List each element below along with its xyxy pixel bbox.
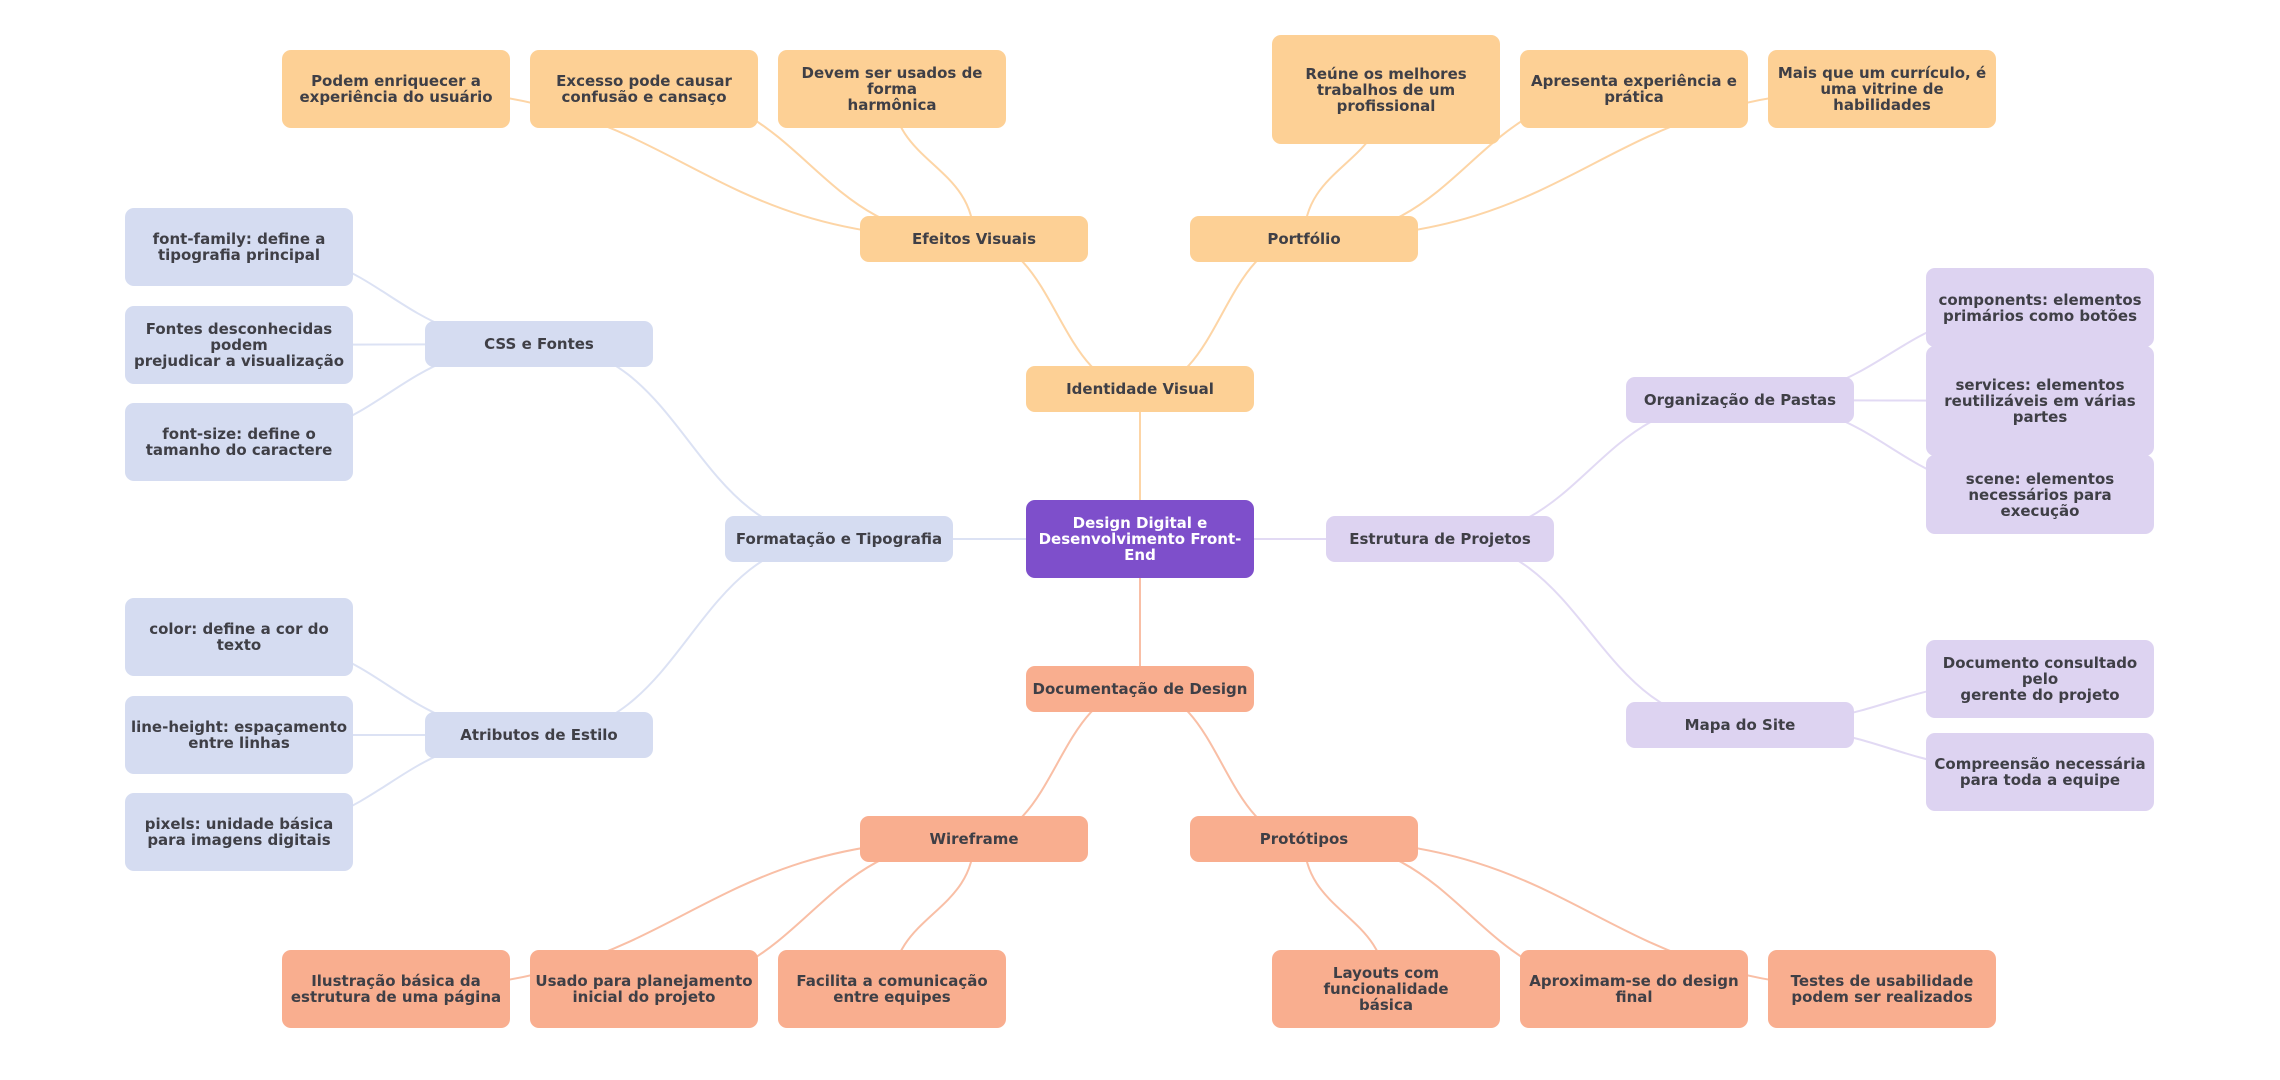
leaf-node-wf1[interactable]: Ilustração básica da estrutura de uma pá… <box>282 950 510 1028</box>
leaf-node-at2-label: line-height: espaçamento entre linhas <box>130 718 348 752</box>
topic-node-portfolio[interactable]: Portfólio <box>1190 216 1418 262</box>
leaf-node-wf2[interactable]: Usado para planejamento inicial do proje… <box>530 950 758 1028</box>
leaf-node-pf3-label: Mais que um currículo, é uma vitrine de … <box>1777 64 1987 114</box>
topic-node-mapa[interactable]: Mapa do Site <box>1626 702 1854 748</box>
leaf-node-ef2-label: Excesso pode causar confusão e cansaço <box>556 72 732 106</box>
leaf-node-pt2-label: Aproximam-se do design final <box>1529 972 1739 1006</box>
topic-node-efeitos[interactable]: Efeitos Visuais <box>860 216 1088 262</box>
branch-node-documentacao[interactable]: Documentação de Design <box>1026 666 1254 712</box>
leaf-node-ef1[interactable]: Podem enriquecer a experiência do usuári… <box>282 50 510 128</box>
branch-node-identidade-label: Identidade Visual <box>1066 380 1214 398</box>
leaf-node-wf2-label: Usado para planejamento inicial do proje… <box>535 972 753 1006</box>
leaf-node-at2[interactable]: line-height: espaçamento entre linhas <box>125 696 353 774</box>
topic-node-organizacao-label: Organização de Pastas <box>1643 391 1837 409</box>
topic-node-prototipos-label: Protótipos <box>1259 830 1349 848</box>
leaf-node-ef3-label: Devem ser usados de forma harmônica <box>801 64 983 114</box>
branch-node-estrutura[interactable]: Estrutura de Projetos <box>1326 516 1554 562</box>
topic-node-portfolio-label: Portfólio <box>1267 230 1341 248</box>
leaf-node-pt1[interactable]: Layouts com funcionalidade básica <box>1272 950 1500 1028</box>
leaf-node-at1[interactable]: color: define a cor do texto <box>125 598 353 676</box>
leaf-node-pf2[interactable]: Apresenta experiência e prática <box>1520 50 1748 128</box>
topic-node-prototipos[interactable]: Protótipos <box>1190 816 1418 862</box>
topic-node-mapa-label: Mapa do Site <box>1684 716 1796 734</box>
topic-node-atributos[interactable]: Atributos de Estilo <box>425 712 653 758</box>
leaf-node-or1-label: components: elementos primários como bot… <box>1938 290 2142 325</box>
leaf-node-or2-label: services: elementos reutilizáveis em vár… <box>1944 376 2136 426</box>
branch-node-identidade[interactable]: Identidade Visual <box>1026 366 1254 412</box>
topic-node-atributos-label: Atributos de Estilo <box>460 726 618 744</box>
leaf-node-pf3[interactable]: Mais que um currículo, é uma vitrine de … <box>1768 50 1996 128</box>
leaf-node-wf3[interactable]: Facilita a comunicação entre equipes <box>778 950 1006 1028</box>
leaf-node-pf1[interactable]: Reúne os melhores trabalhos de um profis… <box>1272 35 1500 144</box>
leaf-node-or1[interactable]: components: elementos primários como bot… <box>1926 268 2154 347</box>
leaf-node-pt3[interactable]: Testes de usabilidade podem ser realizad… <box>1768 950 1996 1028</box>
leaf-node-mp1-label: Documento consultado pelo gerente do pro… <box>1942 654 2138 704</box>
leaf-node-at3-label: pixels: unidade básica para imagens digi… <box>144 815 334 849</box>
leaf-node-mp2-label: Compreensão necessária para toda a equip… <box>1934 755 2146 789</box>
branch-node-formatacao-label: Formatação e Tipografia <box>735 530 943 548</box>
leaf-node-wf1-label: Ilustração básica da estrutura de uma pá… <box>290 972 502 1006</box>
root-node-label: Design Digital e Desenvolvimento Front-E… <box>1038 514 1242 564</box>
topic-node-wireframe-label: Wireframe <box>929 830 1019 848</box>
leaf-node-cs2-label: Fontes desconhecidas podem prejudicar a … <box>133 320 345 370</box>
edge-formatacao-css <box>538 343 840 540</box>
topic-node-efeitos-label: Efeitos Visuais <box>912 230 1036 248</box>
edge-formatacao-atributos <box>538 538 840 736</box>
leaf-node-pt3-label: Testes de usabilidade podem ser realizad… <box>1790 972 1974 1006</box>
leaf-node-cs3[interactable]: font-size: define o tamanho do caractere <box>125 403 353 481</box>
topic-node-wireframe[interactable]: Wireframe <box>860 816 1088 862</box>
root-node[interactable]: Design Digital e Desenvolvimento Front-E… <box>1026 500 1254 578</box>
topic-node-css[interactable]: CSS e Fontes <box>425 321 653 367</box>
leaf-node-wf3-label: Facilita a comunicação entre equipes <box>796 972 988 1006</box>
leaf-node-mp1[interactable]: Documento consultado pelo gerente do pro… <box>1926 640 2154 718</box>
leaf-node-cs1[interactable]: font-family: define a tipografia princip… <box>125 208 353 286</box>
branch-node-documentacao-label: Documentação de Design <box>1032 680 1248 698</box>
leaf-node-pf2-label: Apresenta experiência e prática <box>1531 72 1737 106</box>
leaf-node-cs2[interactable]: Fontes desconhecidas podem prejudicar a … <box>125 306 353 384</box>
leaf-node-or2[interactable]: services: elementos reutilizáveis em vár… <box>1926 346 2154 456</box>
leaf-node-mp2[interactable]: Compreensão necessária para toda a equip… <box>1926 733 2154 811</box>
leaf-node-or3[interactable]: scene: elementos necessários para execuç… <box>1926 455 2154 534</box>
leaf-node-pt1-label: Layouts com funcionalidade básica <box>1323 964 1449 1014</box>
topic-node-organizacao[interactable]: Organização de Pastas <box>1626 377 1854 423</box>
leaf-node-at3[interactable]: pixels: unidade básica para imagens digi… <box>125 793 353 871</box>
leaf-node-cs1-label: font-family: define a tipografia princip… <box>152 230 326 264</box>
branch-node-formatacao[interactable]: Formatação e Tipografia <box>725 516 953 562</box>
edge-estrutura-mapa <box>1439 538 1741 726</box>
topic-node-css-label: CSS e Fontes <box>484 335 594 353</box>
leaf-node-ef1-label: Podem enriquecer a experiência do usuári… <box>299 72 493 106</box>
leaf-node-at1-label: color: define a cor do texto <box>149 620 329 654</box>
leaf-node-ef2[interactable]: Excesso pode causar confusão e cansaço <box>530 50 758 128</box>
leaf-node-cs3-label: font-size: define o tamanho do caractere <box>145 425 333 459</box>
leaf-node-pt2[interactable]: Aproximam-se do design final <box>1520 950 1748 1028</box>
leaf-node-pf1-label: Reúne os melhores trabalhos de um profis… <box>1305 64 1467 115</box>
leaf-node-or3-label: scene: elementos necessários para execuç… <box>1965 469 2115 520</box>
leaf-node-ef3[interactable]: Devem ser usados de forma harmônica <box>778 50 1006 128</box>
branch-node-estrutura-label: Estrutura de Projetos <box>1349 530 1531 548</box>
